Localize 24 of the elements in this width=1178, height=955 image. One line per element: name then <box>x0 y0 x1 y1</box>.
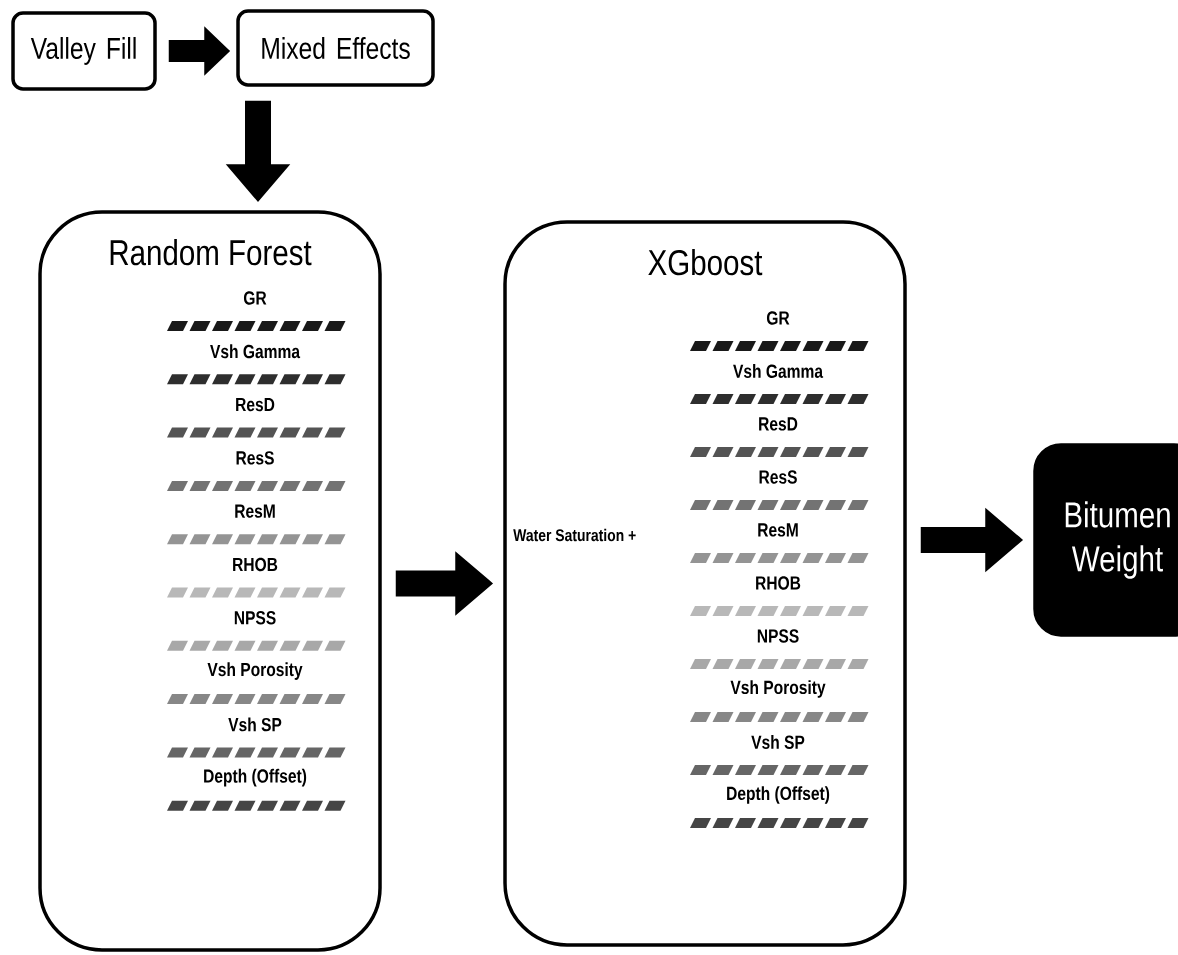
process-box: Mixed Effects <box>236 9 435 87</box>
feature-label: NPSS <box>757 629 799 643</box>
feature-label: Water Saturation + <box>513 528 636 542</box>
feature-label: Vsh SP <box>228 717 282 732</box>
feature-label: Vsh Porosity <box>207 662 303 680</box>
feature-label: GR <box>243 291 267 305</box>
feature-label: Vsh Porosity <box>730 680 826 698</box>
feature-label: NPSS <box>234 611 276 625</box>
feature-label: ResD <box>759 417 798 431</box>
feature-label: Vsh SP <box>751 735 805 749</box>
feature-label: ResD <box>236 397 275 412</box>
feature-label: Vsh Gamma <box>733 364 824 378</box>
feature-label: ResS <box>236 451 274 465</box>
feature-label: Depth (Offset) <box>204 768 307 787</box>
feature-label: ResM <box>758 523 798 537</box>
feature-label: ResS <box>759 470 797 484</box>
feature-label: GR <box>766 311 790 325</box>
feature-label: Depth (Offset) <box>727 786 830 804</box>
output-box: Bitumen Weight <box>1033 443 1178 637</box>
feature-label: Vsh Gamma <box>210 344 301 359</box>
feature-label: RHOB <box>233 557 278 572</box>
feature-label: ResM <box>235 504 275 518</box>
feature-label: RHOB <box>756 576 801 590</box>
process-box: Valley Fill <box>11 11 157 91</box>
